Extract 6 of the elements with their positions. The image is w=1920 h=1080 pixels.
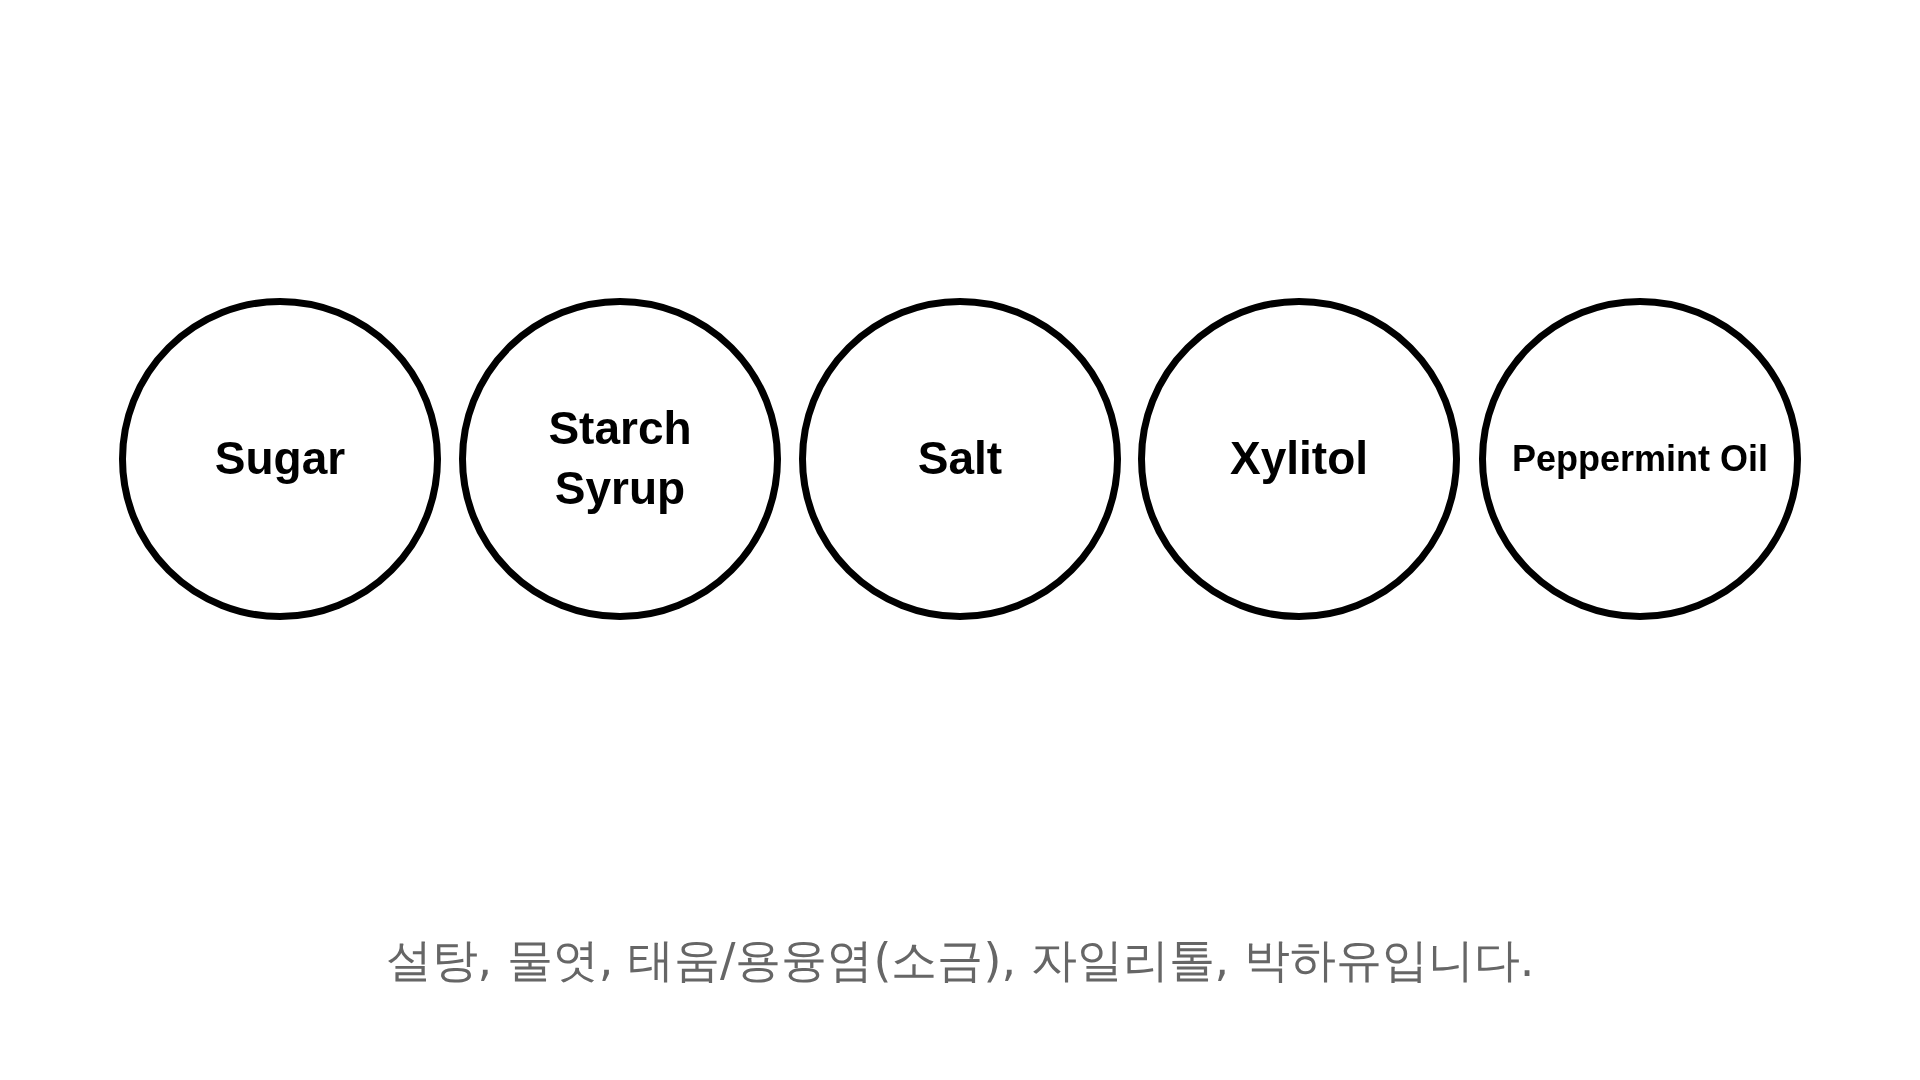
- ingredient-label: Xylitol: [1230, 431, 1368, 487]
- caption: 설탕, 물엿, 태움/용융염(소금), 자일리톨, 박하유입니다.: [384, 932, 1536, 989]
- ingredient-label: Peppermint Oil: [1511, 436, 1768, 481]
- ingredient-label: Sugar: [214, 431, 346, 487]
- ingredient-label: Salt: [917, 431, 1003, 487]
- ingredient-label: Starch Syrup: [547, 401, 693, 516]
